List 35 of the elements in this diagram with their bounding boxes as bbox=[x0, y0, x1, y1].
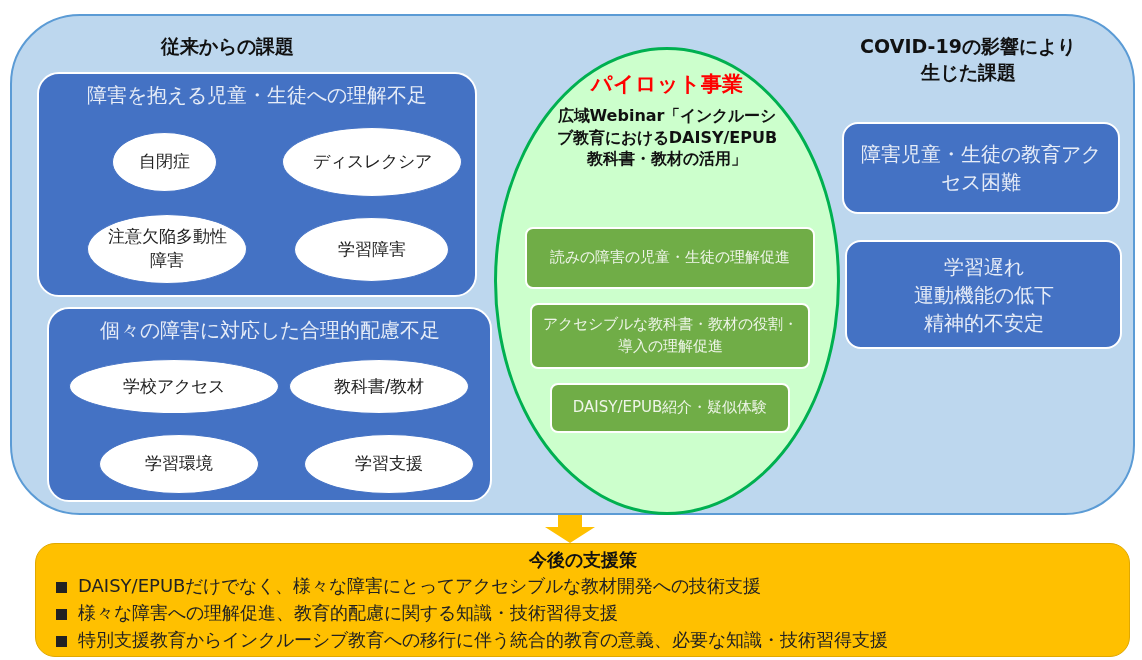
ellipse-label: 教科書/教材 bbox=[332, 374, 426, 398]
ellipse-label: 学校アクセス bbox=[122, 374, 226, 398]
section-heading: 従来からの課題 bbox=[159, 34, 295, 59]
issue-label: 運動機能の低下 bbox=[912, 281, 1055, 309]
webinar-title: 広域Webinar「インクルーシブ教育におけるDAISY/EPUB 教科書・教材の活用」 bbox=[555, 105, 779, 170]
issue-box bbox=[842, 122, 1120, 214]
project-title: パイロット事業 bbox=[589, 71, 744, 98]
issue-label: 障害児童・生徒の教育アクセス困難 bbox=[860, 141, 1102, 196]
category-panel bbox=[37, 72, 477, 297]
ellipse-label: 注意欠陥多動性障害 bbox=[106, 225, 228, 272]
issue-box bbox=[845, 240, 1122, 349]
section-heading: COVID-19の影響により生じた課題 bbox=[859, 34, 1077, 85]
background-panel bbox=[10, 14, 1135, 515]
activity-box bbox=[530, 303, 810, 369]
activity-box bbox=[525, 227, 815, 289]
block-arrow bbox=[545, 515, 595, 543]
measures-panel bbox=[35, 543, 1130, 657]
issue-label: 精神的不安定 bbox=[922, 309, 1045, 337]
ellipse-label: 学習障害 bbox=[336, 237, 407, 261]
measure-item: 様々な障害への理解促進、教育的配慮に関する知識・技術習得支援 bbox=[78, 601, 618, 625]
ellipse-label: 学習環境 bbox=[144, 452, 214, 476]
panel-title: 障害を抱える児童・生徒への理解不足 bbox=[86, 82, 428, 109]
activity-label: 読みの障害の児童・生徒の理解促進 bbox=[549, 247, 791, 269]
activity-box bbox=[550, 383, 790, 433]
ellipse-label: 学習支援 bbox=[354, 452, 424, 476]
category-panel bbox=[47, 307, 492, 502]
activity-label: アクセシブルな教科書・教材の役割・導入の理解促進 bbox=[541, 314, 799, 357]
ellipse-label: ディスレクシア bbox=[311, 150, 433, 174]
measure-item: DAISY/EPUBだけでなく、様々な障害にとってアクセシブルな教材開発への技術支援 bbox=[78, 574, 762, 598]
issue-label: 学習遅れ bbox=[942, 253, 1025, 281]
panel-title: 個々の障害に対応した合理的配慮不足 bbox=[98, 317, 441, 344]
ellipse-label: 自閉症 bbox=[138, 150, 191, 174]
measure-item: 特別支援教育からインクルーシブ教育への移行に伴う統合的教育の意義、必要な知識・技術習得支援 bbox=[78, 628, 888, 652]
measures-title: 今後の支援策 bbox=[527, 548, 638, 572]
activity-label: DAISY/EPUB紹介・疑似体験 bbox=[571, 397, 769, 419]
